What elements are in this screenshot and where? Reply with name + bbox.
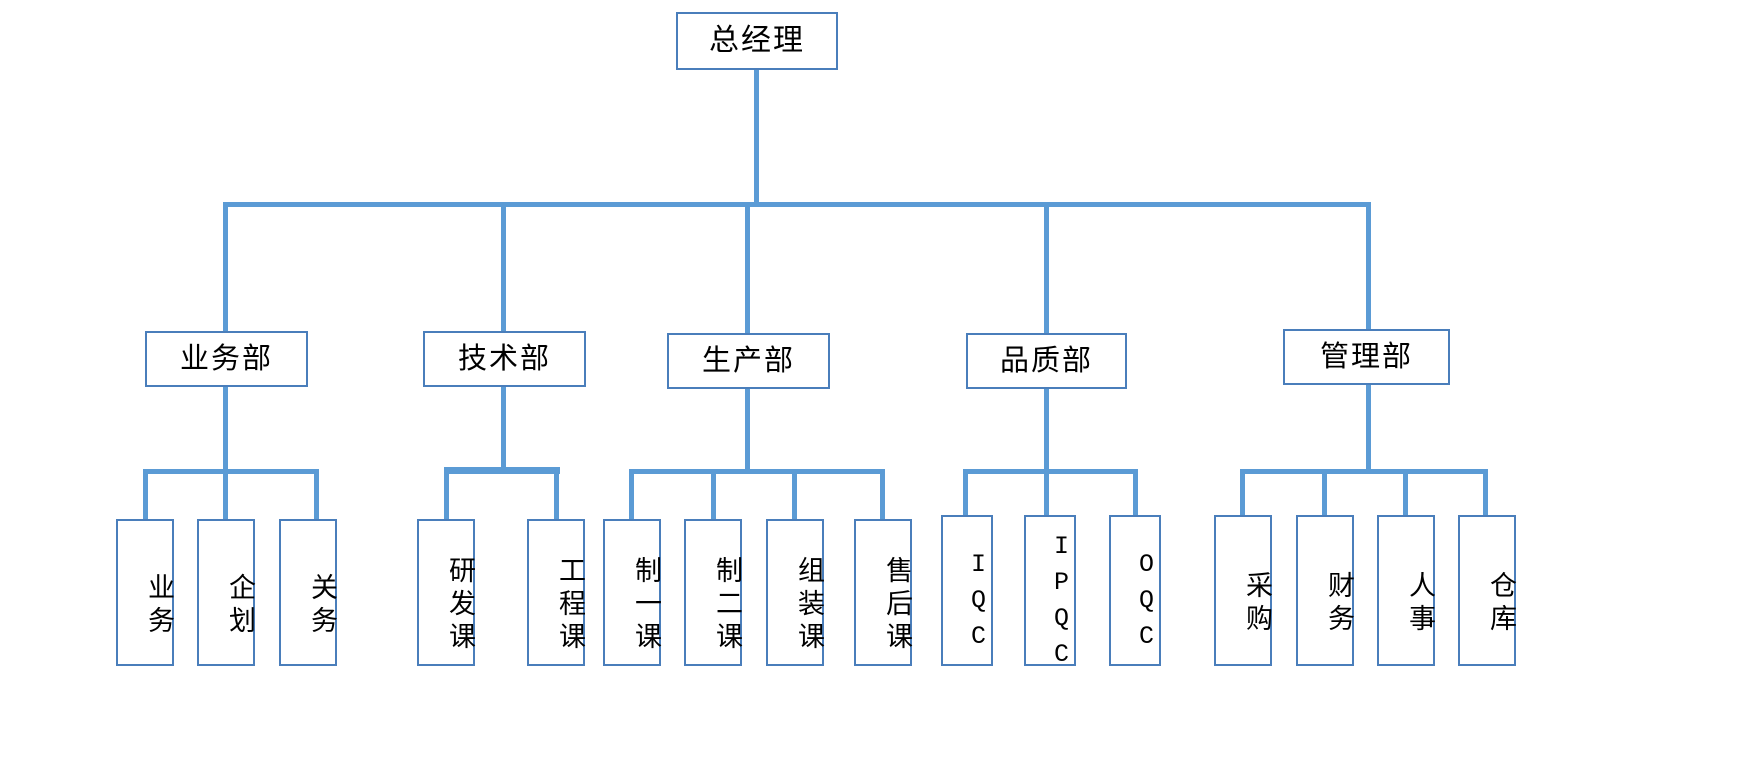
node-leaf-mgmt-finance[interactable]: 财务 xyxy=(1296,515,1354,666)
connector-bus-dept-4 xyxy=(963,469,1138,474)
node-root-general-manager[interactable]: 总经理 xyxy=(676,12,838,70)
connector-drop-4-2 xyxy=(1044,469,1049,516)
connector-stem-dept-3 xyxy=(745,389,750,471)
connector-drop-5-3 xyxy=(1403,469,1408,516)
node-label: 业务 xyxy=(144,572,174,639)
node-label: 品质部 xyxy=(999,344,1093,377)
connector-level1-bus xyxy=(225,202,1371,207)
connector-drop-5-4 xyxy=(1483,469,1488,516)
node-leaf-sales-planning[interactable]: 企划 xyxy=(197,519,255,666)
connector-root-stem xyxy=(754,70,759,206)
connector-drop-dept-4 xyxy=(1044,202,1049,333)
node-leaf-tech-rnd[interactable]: 研发课 xyxy=(417,519,475,666)
connector-bus-dept-1 xyxy=(143,469,319,474)
node-label: 生产部 xyxy=(701,344,795,377)
connector-drop-4-3 xyxy=(1133,469,1138,516)
node-leaf-mgmt-purchasing[interactable]: 采购 xyxy=(1214,515,1272,666)
connector-bus-dept-5 xyxy=(1240,469,1488,474)
node-label: 人事 xyxy=(1405,570,1435,637)
node-label: 组装课 xyxy=(794,556,824,655)
node-leaf-prod-aftersales[interactable]: 售后课 xyxy=(854,519,912,666)
node-leaf-prod-assembly[interactable]: 组装课 xyxy=(766,519,824,666)
node-dept-technology[interactable]: 技术部 xyxy=(423,331,586,387)
connector-drop-2-2 xyxy=(554,467,559,520)
node-leaf-sales-customs[interactable]: 关务 xyxy=(279,519,337,666)
node-label: 采购 xyxy=(1242,570,1272,637)
connector-stem-dept-4 xyxy=(1044,389,1049,471)
connector-drop-3-3 xyxy=(792,469,797,520)
node-label: 管理部 xyxy=(1319,340,1413,373)
node-leaf-mgmt-warehouse[interactable]: 仓库 xyxy=(1458,515,1516,666)
connector-drop-1-3 xyxy=(314,469,319,520)
connector-bus-dept-3 xyxy=(629,469,885,474)
node-leaf-mgmt-hr[interactable]: 人事 xyxy=(1377,515,1435,666)
node-label: 业务部 xyxy=(179,342,273,375)
node-label: IQC xyxy=(964,549,993,658)
connector-drop-dept-1 xyxy=(223,202,228,331)
node-label: 工程课 xyxy=(555,556,585,655)
connector-stem-dept-5 xyxy=(1366,385,1371,471)
node-dept-production[interactable]: 生产部 xyxy=(667,333,830,389)
node-leaf-quality-iqc[interactable]: IQC xyxy=(941,515,993,666)
node-leaf-sales-business[interactable]: 业务 xyxy=(116,519,174,666)
node-label: 财务 xyxy=(1324,570,1354,637)
connector-drop-3-1 xyxy=(629,469,634,520)
node-label: 研发课 xyxy=(445,556,475,655)
node-leaf-quality-ipqc[interactable]: IPQC xyxy=(1024,515,1076,676)
node-dept-quality[interactable]: 品质部 xyxy=(966,333,1127,389)
node-label: 关务 xyxy=(307,572,337,639)
connector-stem-dept-1 xyxy=(223,387,228,471)
connector-drop-1-1 xyxy=(143,469,148,520)
node-leaf-quality-oqc[interactable]: OQC xyxy=(1109,515,1161,666)
connector-bus-dept-2 xyxy=(444,467,560,474)
connector-drop-2-1 xyxy=(444,467,449,520)
node-leaf-prod-line1[interactable]: 制一课 xyxy=(603,519,661,666)
node-label: 制二课 xyxy=(712,556,742,655)
node-leaf-prod-line2[interactable]: 制二课 xyxy=(684,519,742,666)
node-label: OQC xyxy=(1132,549,1161,658)
connector-drop-4-1 xyxy=(963,469,968,516)
connector-drop-dept-2 xyxy=(501,202,506,331)
node-dept-management[interactable]: 管理部 xyxy=(1283,329,1450,385)
connector-drop-dept-3 xyxy=(745,202,750,333)
node-dept-sales[interactable]: 业务部 xyxy=(145,331,308,387)
node-label: 制一课 xyxy=(631,556,661,655)
node-label: 仓库 xyxy=(1486,570,1516,637)
node-leaf-tech-engineering[interactable]: 工程课 xyxy=(527,519,585,666)
node-label: 技术部 xyxy=(457,342,551,375)
connector-stem-dept-2 xyxy=(501,387,506,471)
node-label: 企划 xyxy=(225,572,255,639)
node-label: 售后课 xyxy=(882,556,912,655)
connector-drop-dept-5 xyxy=(1366,202,1371,329)
connector-drop-1-2 xyxy=(223,469,228,520)
node-label: 总经理 xyxy=(709,24,805,57)
connector-drop-5-1 xyxy=(1240,469,1245,516)
node-label: IPQC xyxy=(1047,531,1076,676)
connector-drop-3-2 xyxy=(711,469,716,520)
connector-drop-5-2 xyxy=(1322,469,1327,516)
connector-drop-3-4 xyxy=(880,469,885,520)
